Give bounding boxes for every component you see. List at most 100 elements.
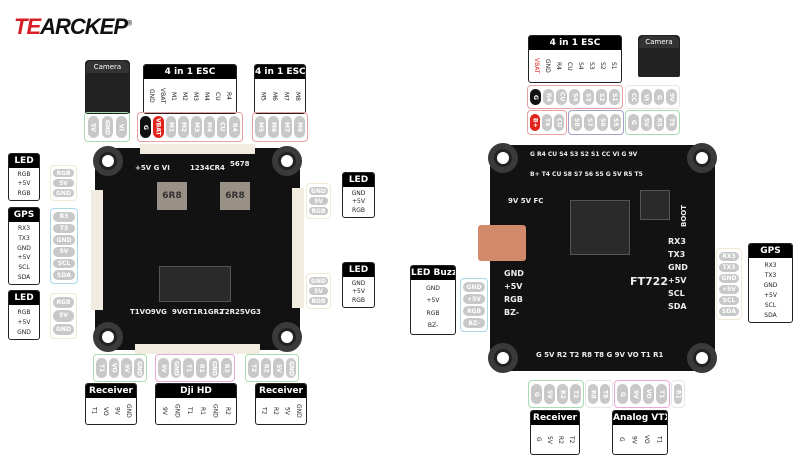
pin-5v[interactable]: 5V bbox=[309, 197, 328, 205]
pin-t2[interactable]: T2 bbox=[248, 358, 259, 378]
pin-m6[interactable]: M6 bbox=[268, 116, 279, 138]
pin-t1[interactable]: T1 bbox=[183, 358, 195, 378]
pin-gnd[interactable]: GND bbox=[133, 358, 144, 378]
pin-5v[interactable]: 5V bbox=[53, 179, 74, 187]
pin-5v[interactable]: +5V bbox=[463, 294, 485, 304]
pin-r2[interactable]: R2 bbox=[557, 384, 568, 404]
pin-gnd[interactable]: GND bbox=[309, 187, 328, 195]
pin-gnd[interactable]: GND bbox=[170, 358, 182, 378]
pin-g[interactable]: G bbox=[140, 116, 151, 138]
pin-5v[interactable]: 5V bbox=[158, 358, 169, 378]
pin-gnd[interactable]: GND bbox=[53, 323, 74, 335]
pin-g[interactable]: G bbox=[530, 89, 542, 105]
pin-cc[interactable]: CC bbox=[628, 89, 639, 105]
pin-s8[interactable]: S8 bbox=[571, 114, 582, 131]
pin-gnd[interactable]: GND bbox=[53, 235, 75, 246]
pin-gnd[interactable]: GND bbox=[463, 282, 485, 292]
pin-t4[interactable]: T4 bbox=[542, 114, 552, 131]
pin-vo[interactable]: VO bbox=[108, 358, 119, 378]
pin-s5[interactable]: S5 bbox=[610, 114, 621, 131]
pin-vbat[interactable]: VBAT bbox=[152, 116, 164, 138]
pin-r8[interactable]: R8 bbox=[588, 384, 598, 404]
pin-rgb[interactable]: RGB bbox=[309, 207, 328, 215]
pin-rgb[interactable]: RGB bbox=[463, 306, 485, 316]
pin-vi[interactable]: VI bbox=[640, 89, 652, 105]
pin-vi[interactable]: VI bbox=[115, 116, 127, 138]
silk-label: 9V 5V FC bbox=[508, 197, 544, 205]
pin-r1[interactable]: R1 bbox=[674, 384, 682, 404]
pin-m8[interactable]: M8 bbox=[294, 116, 305, 138]
pin-label: M6 bbox=[270, 91, 278, 101]
pin-9v[interactable]: 9V bbox=[630, 384, 641, 404]
pin-9v[interactable]: 9V bbox=[666, 89, 677, 105]
pin-m4[interactable]: M4 bbox=[203, 116, 215, 138]
pin-label: S2 bbox=[599, 62, 606, 70]
pin-label: VBAT bbox=[643, 52, 651, 70]
pin-r4[interactable]: R4 bbox=[543, 89, 555, 105]
pin-5v[interactable]: 5V bbox=[53, 247, 75, 257]
pin-m3[interactable]: M3 bbox=[191, 116, 202, 138]
pin-m1[interactable]: M1 bbox=[165, 116, 177, 138]
pin-s4[interactable]: S4 bbox=[569, 89, 581, 105]
pin-vo[interactable]: VO bbox=[643, 384, 654, 404]
pin-m2[interactable]: M2 bbox=[178, 116, 189, 138]
pin-5v[interactable]: 5V bbox=[640, 114, 652, 131]
pin-bz[interactable]: BZ- bbox=[463, 318, 485, 328]
pin-cu[interactable]: CU bbox=[216, 116, 228, 138]
pin-m7[interactable]: M7 bbox=[281, 116, 292, 138]
pin-rgb[interactable]: RGB bbox=[53, 169, 74, 177]
pin-t2[interactable]: T2 bbox=[570, 384, 581, 404]
pin-rx3[interactable]: RX3 bbox=[719, 252, 739, 261]
pin-b[interactable]: B+ bbox=[530, 114, 540, 131]
pin-5v[interactable]: 5V bbox=[87, 116, 99, 138]
pin-r2[interactable]: R2 bbox=[221, 358, 233, 378]
pin-t8[interactable]: T8 bbox=[600, 384, 610, 404]
silk-label: 5678 bbox=[230, 160, 250, 168]
pin-gnd[interactable]: GND bbox=[53, 189, 74, 197]
pin-label: R1 bbox=[198, 407, 206, 415]
pin-s1[interactable]: S1 bbox=[608, 89, 620, 105]
pin-r3[interactable]: R3 bbox=[53, 212, 75, 222]
pin-r5[interactable]: R5 bbox=[653, 114, 665, 131]
pin-scl[interactable]: SCL bbox=[719, 296, 739, 305]
usb-c-port bbox=[478, 225, 526, 261]
pin-gnd[interactable]: GND bbox=[285, 358, 296, 378]
pin-r2[interactable]: R2 bbox=[260, 358, 271, 378]
pin-g[interactable]: G bbox=[531, 384, 542, 404]
pin-r4[interactable]: R4 bbox=[229, 116, 240, 138]
pin-rgb[interactable]: RGB bbox=[309, 297, 328, 305]
pin-tx3[interactable]: TX3 bbox=[719, 263, 739, 272]
pin-cu[interactable]: CU bbox=[556, 89, 568, 105]
pin-s3[interactable]: S3 bbox=[582, 89, 594, 105]
pin-s6[interactable]: S6 bbox=[597, 114, 608, 131]
pin-5v[interactable]: 5V bbox=[544, 384, 555, 404]
pin-sda[interactable]: SDA bbox=[719, 307, 739, 316]
pin-cu[interactable]: CU bbox=[554, 114, 564, 131]
pin-5v[interactable]: 5V bbox=[309, 287, 328, 295]
pin-5v[interactable]: 5V bbox=[273, 358, 284, 378]
pin-label: GND bbox=[148, 89, 155, 103]
pin-t3[interactable]: T3 bbox=[53, 223, 75, 234]
pin-5v[interactable]: +5V bbox=[719, 285, 739, 294]
pin-t1[interactable]: T1 bbox=[656, 384, 667, 404]
pin-t1[interactable]: T1 bbox=[96, 358, 107, 378]
pin-s2[interactable]: S2 bbox=[595, 89, 607, 105]
pin-g[interactable]: G bbox=[617, 384, 628, 404]
pin-rgb[interactable]: RGB bbox=[53, 297, 74, 309]
pin-gnd[interactable]: GND bbox=[309, 277, 328, 285]
pin-5v[interactable]: 5V bbox=[53, 310, 74, 322]
pin-gnd[interactable]: GND bbox=[101, 116, 113, 138]
pin-9v[interactable]: 9V bbox=[121, 358, 132, 378]
pin-scl[interactable]: SCL bbox=[53, 258, 75, 269]
pin-s7[interactable]: S7 bbox=[584, 114, 595, 131]
pin-g[interactable]: G bbox=[653, 89, 665, 105]
pin-m5[interactable]: M5 bbox=[255, 116, 266, 138]
pin-sda[interactable]: SDA bbox=[53, 270, 75, 281]
pin-t5[interactable]: T5 bbox=[666, 114, 677, 131]
pin-r1[interactable]: R1 bbox=[196, 358, 207, 378]
pin-gnd[interactable]: GND bbox=[208, 358, 220, 378]
pin-g[interactable]: G bbox=[628, 114, 639, 131]
pin-gnd[interactable]: GND bbox=[719, 274, 739, 283]
